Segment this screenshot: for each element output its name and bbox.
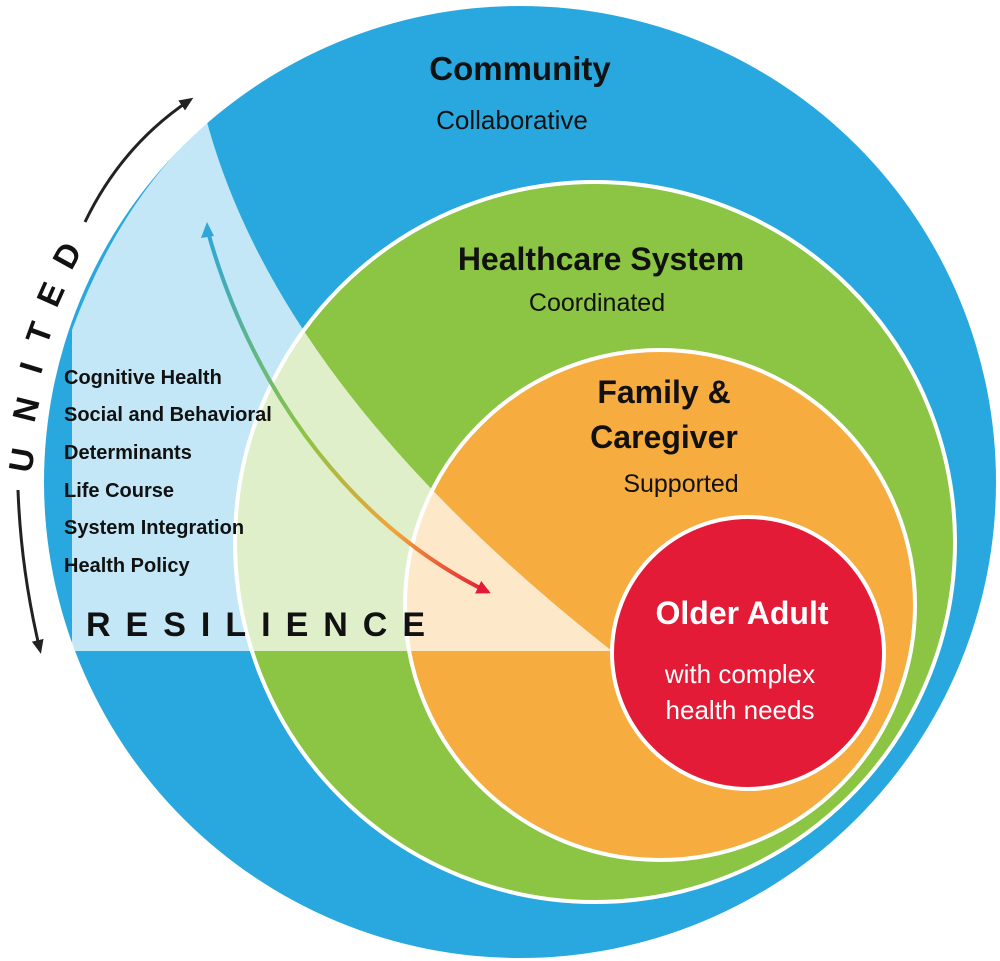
- healthcare-subtitle: Coordinated: [529, 289, 665, 317]
- factor-item: Cognitive Health: [64, 367, 222, 389]
- older-adult-title: Older Adult: [655, 595, 828, 631]
- community-subtitle: Collaborative: [436, 105, 588, 135]
- united-letter: T: [18, 317, 60, 349]
- factor-item: Social and Behavioral: [64, 404, 272, 426]
- resilience-arrow: [206, 231, 491, 594]
- resilience-arrow-tail-head: [201, 222, 214, 238]
- united-letter: I: [12, 358, 50, 378]
- factor-item: Determinants: [64, 442, 192, 464]
- resilience-wedge: [72, 122, 612, 651]
- united-letter: N: [5, 393, 47, 425]
- factor-item: System Integration: [64, 517, 244, 539]
- older-adult-circle: [610, 515, 886, 791]
- resilience-label: RESILIENCE: [86, 606, 440, 644]
- family-title-line2: Caregiver: [590, 419, 738, 455]
- family-subtitle: Supported: [623, 470, 738, 498]
- factor-item: Health Policy: [64, 555, 190, 577]
- factor-list: Cognitive Health Social and Behavioral D…: [64, 367, 272, 577]
- healthcare-title: Healthcare System: [458, 241, 744, 277]
- united-letter: E: [29, 277, 72, 312]
- older-adult-subtitle-line2: health needs: [666, 695, 815, 725]
- united-arrow-bottom: [16, 489, 44, 654]
- united-arrow-top: [83, 97, 194, 223]
- older-adult-subtitle-line1: with complex: [664, 659, 815, 689]
- family-title-line1: Family &: [597, 374, 730, 410]
- community-title: Community: [429, 50, 611, 87]
- united-letter: D: [45, 236, 89, 275]
- factor-item: Life Course: [64, 480, 174, 502]
- united-letter: U: [1, 445, 42, 475]
